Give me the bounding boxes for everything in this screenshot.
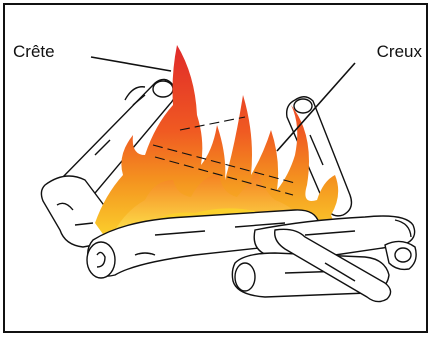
fireplace-logs-diagram <box>5 5 426 331</box>
crest-label: Crête <box>13 43 55 60</box>
crest-pointer-line <box>91 57 171 71</box>
trough-label: Creux <box>377 43 422 60</box>
diagram-frame: Crête Creux <box>3 3 428 333</box>
bottom-right-log-end <box>385 241 416 269</box>
